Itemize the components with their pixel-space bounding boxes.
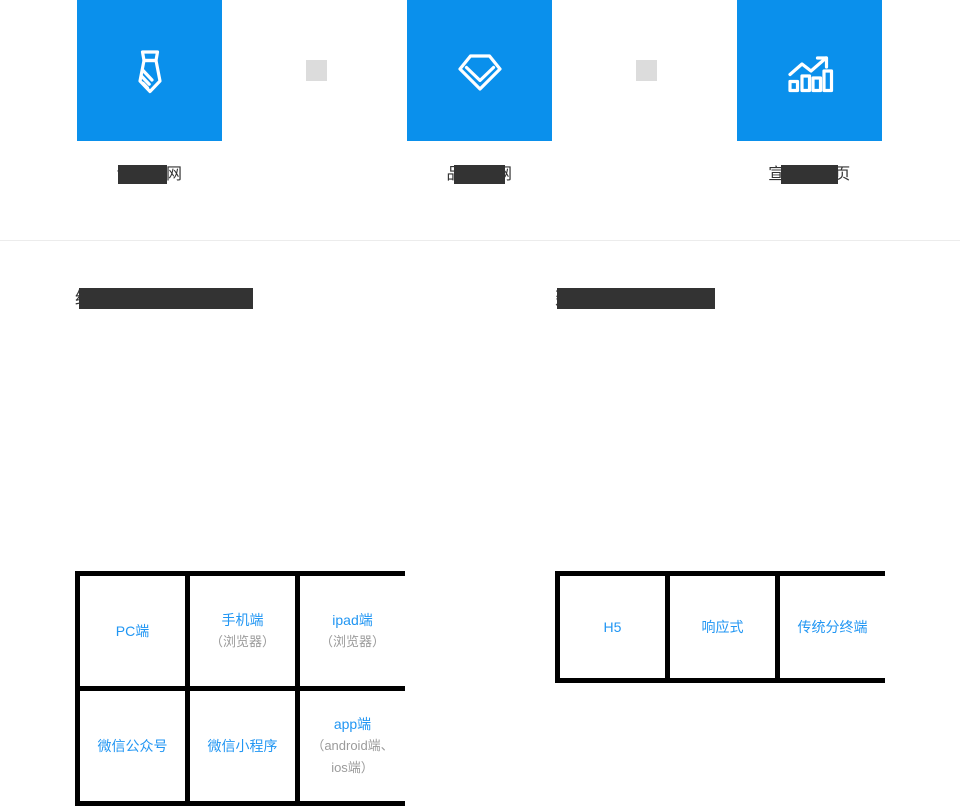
- tech-grid: H5 响应式 传统分终端: [555, 571, 885, 683]
- feature-tile-2[interactable]: [407, 0, 552, 141]
- grid-cell[interactable]: ipad端 （浏览器）: [300, 576, 405, 686]
- section-divider: [0, 240, 960, 241]
- grid-cell[interactable]: PC端: [80, 576, 185, 686]
- grid-cell[interactable]: H5: [560, 576, 665, 678]
- feature-label-3: 宣传的网页: [737, 164, 882, 186]
- spacer-square-1: [306, 60, 327, 81]
- feature-label-1: 专业的网: [77, 164, 222, 186]
- grid-cell[interactable]: 手机端 （浏览器）: [190, 576, 295, 686]
- feature-label-text-2: 品质的网: [446, 164, 512, 186]
- cell-title: PC端: [115, 622, 150, 639]
- feature-item-3[interactable]: 宣传的网页: [737, 0, 882, 186]
- grid-cell[interactable]: 微信小程序: [190, 691, 295, 801]
- feature-tile-1[interactable]: [77, 0, 222, 141]
- grid-cell[interactable]: 响应式: [670, 576, 775, 678]
- feature-tile-3[interactable]: [737, 0, 882, 141]
- feature-label-text-3: 宣传的网页: [768, 164, 851, 186]
- feature-strip: 专业的网 品质的网: [0, 0, 960, 241]
- spacer-square-2: [636, 60, 657, 81]
- cell-subtitle: （浏览器）: [209, 633, 275, 649]
- cell-subtitle: （浏览器）: [319, 633, 385, 649]
- cell-title: 手机端: [221, 611, 264, 628]
- diamond-gem-icon: [457, 53, 502, 91]
- cell-title: ipad端: [332, 611, 373, 628]
- necktie-icon: [137, 49, 162, 93]
- feature-label-text-1: 专业的网: [116, 164, 182, 186]
- feature-label-2: 品质的网: [407, 164, 552, 186]
- cell-title: 响应式: [701, 618, 744, 635]
- cell-title: H5: [603, 618, 622, 635]
- grid-cell[interactable]: 传统分终端: [780, 576, 885, 678]
- grid-cell[interactable]: 微信公众号: [80, 691, 185, 801]
- feature-item-2[interactable]: 品质的网: [407, 0, 552, 186]
- cell-title: 微信公众号: [97, 737, 168, 754]
- cell-subtitle: （android端、ios端）: [311, 737, 394, 775]
- grid-cell[interactable]: app端 （android端、ios端）: [300, 691, 405, 801]
- panels-section: 终端适配范围 PC端 手机端 （浏览器） ipad端 （浏览器） 微信公众号 微…: [0, 240, 960, 806]
- feature-item-1[interactable]: 专业的网: [77, 0, 222, 186]
- growth-chart-icon: [787, 55, 833, 92]
- panel-left-heading: 终端适配范围: [75, 288, 253, 309]
- cell-title: 微信小程序: [207, 737, 278, 754]
- cell-title: app端: [333, 715, 372, 732]
- terminal-grid: PC端 手机端 （浏览器） ipad端 （浏览器） 微信公众号 微信小程序 ap…: [75, 571, 405, 806]
- cell-title: 传统分终端: [797, 618, 868, 635]
- panel-right-heading: 建站技术方案: [555, 288, 715, 309]
